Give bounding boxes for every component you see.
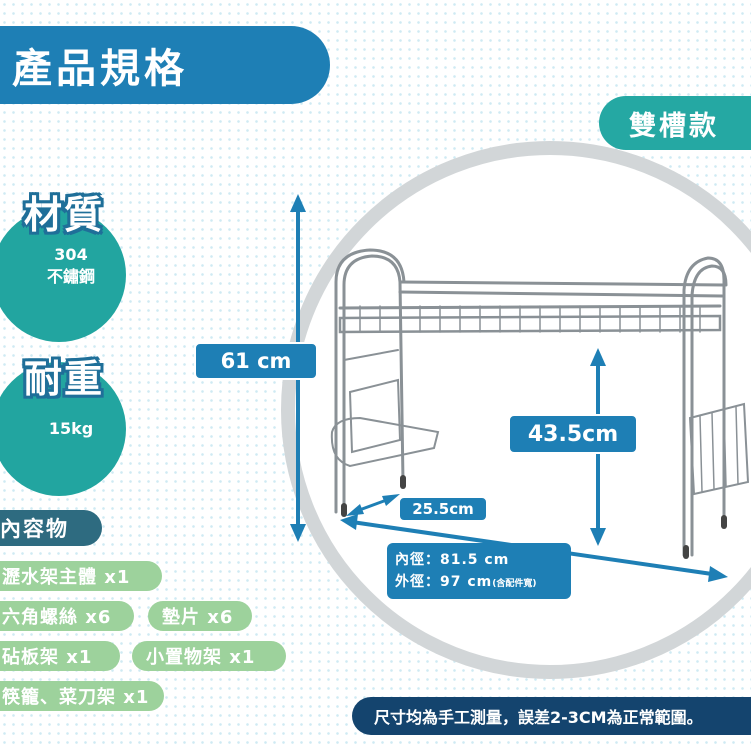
depth-label-text: 25.5cm	[412, 500, 474, 518]
outer-width-note: (含配件寬)	[492, 579, 537, 589]
measurement-note-text: 尺寸均為手工測量，誤差2-3CM為正常範圍。	[374, 708, 703, 727]
height-arrow-bottom	[290, 524, 306, 542]
depth-arrow-left	[346, 504, 364, 516]
contents-item: 瀝水架主體 x1	[0, 561, 162, 591]
page-title: 產品規格	[0, 26, 330, 104]
shelf-height-label-text: 43.5cm	[527, 421, 619, 447]
measurement-note: 尺寸均為手工測量，誤差2-3CM為正常範圍。	[352, 697, 751, 735]
material-value: 304 不鏽鋼	[26, 244, 116, 288]
load-circle	[0, 362, 126, 496]
material-label: 材質	[24, 193, 105, 237]
load-value: 15kg	[48, 419, 94, 438]
contents-item: 砧板架 x1	[0, 641, 120, 671]
material-circle	[0, 208, 126, 342]
contents-header-text: 內容物	[0, 517, 69, 541]
contents-item: 六角螺絲 x6	[0, 601, 134, 631]
page-title-text: 產品規格	[12, 46, 188, 92]
width-arrow-left	[340, 514, 358, 530]
inner-width-text: 內徑：81.5 cm	[395, 552, 510, 568]
load-label: 耐重	[24, 357, 105, 401]
outer-width-line: 外徑：97 cm(含配件寬)	[395, 571, 563, 595]
height-arrow-top	[290, 194, 306, 212]
dish-rack-illustration	[330, 248, 750, 559]
contents-header: 內容物	[0, 510, 102, 546]
depth-label: 25.5cm	[398, 496, 488, 522]
height-label: 61 cm	[194, 342, 318, 380]
shelf-arrow-top	[590, 348, 606, 366]
material-value-line1: 304	[54, 245, 88, 264]
depth-arrow-right	[382, 494, 400, 506]
width-label: 內徑：81.5 cm 外徑：97 cm(含配件寬)	[387, 543, 571, 599]
contents-item: 小置物架 x1	[132, 641, 286, 671]
material-value-line2: 不鏽鋼	[46, 267, 95, 286]
outer-width-text: 外徑：97 cm	[395, 574, 493, 590]
contents-item: 筷籠、菜刀架 x1	[0, 681, 164, 711]
model-tag: 雙槽款	[599, 96, 751, 150]
contents-item: 墊片 x6	[148, 601, 252, 631]
width-arrow-right	[708, 566, 728, 582]
shelf-height-label: 43.5cm	[508, 414, 638, 454]
shelf-arrow-bottom	[590, 528, 606, 546]
model-tag-text: 雙槽款	[629, 110, 719, 142]
height-label-text: 61 cm	[220, 349, 292, 373]
